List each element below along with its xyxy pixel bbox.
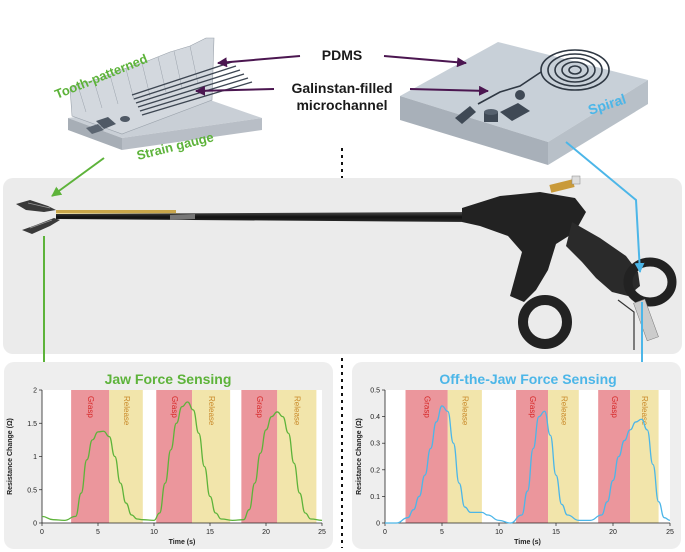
y-tick-label: 0.5 <box>27 487 37 494</box>
x-axis-title: Time (s) <box>514 539 541 546</box>
y-tick-label: 0.2 <box>370 467 380 474</box>
grasp-band <box>405 390 448 523</box>
y-tick-label: 0.3 <box>370 441 380 448</box>
x-tick-label: 25 <box>666 529 674 536</box>
grasp-label: Grasp <box>423 396 432 418</box>
strain-gauge-chip-icon <box>68 37 262 150</box>
x-tick-label: 5 <box>440 529 444 536</box>
y-tick-label: 1 <box>33 454 37 461</box>
laparoscopic-grasper-icon <box>16 175 677 350</box>
x-tick-label: 10 <box>150 529 158 536</box>
x-tick-label: 10 <box>495 529 503 536</box>
release-label: Release <box>559 396 568 426</box>
grasp-label: Grasp <box>86 396 95 418</box>
grasp-label: Grasp <box>255 396 264 418</box>
release-band <box>630 390 659 523</box>
release-band <box>277 390 317 523</box>
handle-ring-right <box>623 257 677 307</box>
x-tick-label: 5 <box>96 529 100 536</box>
x-tick-label: 15 <box>552 529 560 536</box>
release-band <box>192 390 231 523</box>
release-band <box>447 390 482 523</box>
y-tick-label: 1.5 <box>27 421 37 428</box>
y-tick-label: 2 <box>33 388 37 395</box>
release-label: Release <box>640 396 649 426</box>
release-label: Release <box>207 396 216 426</box>
galinstan-arrow-right <box>409 85 489 96</box>
series-line <box>41 401 323 521</box>
off-jaw-force-chart: Grasp Release Grasp Release Grasp Release 0 5 10… <box>356 388 674 547</box>
jaw-chart-title: Jaw Force Sensing <box>105 371 232 387</box>
y-tick-label: 0 <box>376 521 380 528</box>
grasp-label: Grasp <box>528 396 537 418</box>
y-tick-label: 0.5 <box>370 388 380 395</box>
spiral-to-handle-arrow <box>565 141 645 273</box>
grasp-label: Grasp <box>170 396 179 418</box>
galinstan-label-line2: microchannel <box>296 97 387 113</box>
strain-gauge-to-jaw-arrow <box>51 157 105 197</box>
y-tick-label: 0.1 <box>370 494 380 501</box>
x-tick-label: 25 <box>318 529 326 536</box>
galinstan-arrow-left <box>195 85 275 96</box>
x-tick-label: 20 <box>609 529 617 536</box>
pdms-arrow-left <box>217 55 301 68</box>
galinstan-label-line1: Galinstan-filled <box>291 80 392 96</box>
x-tick-label: 20 <box>262 529 270 536</box>
spiral-channel <box>477 49 610 105</box>
pdms-arrow-right <box>383 55 467 68</box>
photo-background <box>3 178 682 354</box>
x-tick-label: 0 <box>383 529 387 536</box>
release-label: Release <box>461 396 470 426</box>
x-axis-title: Time (s) <box>169 539 196 546</box>
y-axis-title: Resistance Change (Ω) <box>7 418 14 495</box>
grasp-label: Grasp <box>610 396 619 418</box>
grasp-band <box>71 390 110 523</box>
grasp-band <box>598 390 631 523</box>
release-label: Release <box>122 396 131 426</box>
y-tick-label: 0 <box>33 521 37 528</box>
off-jaw-chart-title: Off-the-Jaw Force Sensing <box>439 371 616 387</box>
x-tick-label: 0 <box>40 529 44 536</box>
release-label: Release <box>293 396 302 426</box>
handle-ring-left <box>518 295 572 349</box>
pdms-label: PDMS <box>322 47 362 63</box>
y-tick-label: 0.4 <box>370 414 380 421</box>
series-line <box>384 405 671 524</box>
y-axis-title: Resistance Change (Ω) <box>356 418 363 495</box>
x-tick-label: 15 <box>206 529 214 536</box>
